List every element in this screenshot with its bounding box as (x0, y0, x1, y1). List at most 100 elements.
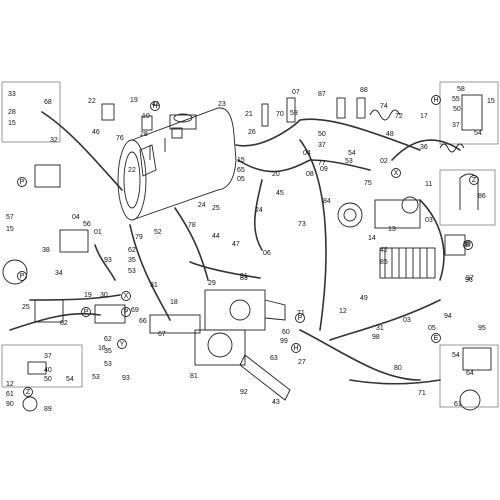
callout-84: 84 (323, 198, 331, 205)
callout-54d: 54 (452, 352, 460, 359)
callout-54b: 54 (348, 150, 356, 157)
svg-text:P: P (298, 315, 303, 322)
u-bolt-detail-frame (439, 169, 496, 226)
ref-e-a: E (431, 333, 441, 343)
callout-40: 40 (44, 367, 52, 374)
right-components (444, 94, 492, 411)
callout-55: 55 (452, 96, 460, 103)
callout-72: 72 (395, 113, 403, 120)
left-components (2, 164, 126, 412)
svg-text:P: P (20, 273, 25, 280)
callout-37b: 37 (318, 142, 326, 149)
ref-p-e: P (121, 307, 131, 317)
svg-text:H: H (293, 345, 298, 352)
callout-81: 81 (190, 373, 198, 380)
ref-z-b: Z (469, 175, 479, 185)
callout-15c: 15 (237, 157, 245, 164)
callout-24b: 24 (255, 207, 263, 214)
callout-27: 27 (298, 359, 306, 366)
callout-31b: 31 (376, 325, 384, 332)
ref-p-c: P (295, 313, 305, 323)
callout-62b: 62 (104, 336, 112, 343)
callout-69: 69 (131, 307, 139, 314)
callout-76: 76 (116, 135, 124, 142)
callout-13: 13 (388, 226, 396, 233)
callout-62a: 62 (128, 247, 136, 254)
callout-20: 20 (272, 171, 280, 178)
callout-57: 57 (6, 214, 14, 221)
hydraulic-tank (117, 107, 237, 221)
ref-z-a: Z (23, 387, 33, 397)
callout-17: 17 (420, 113, 428, 120)
callout-86: 86 (478, 193, 486, 200)
callout-94: 94 (444, 313, 452, 320)
callout-95: 95 (478, 325, 486, 332)
callout-71b: 71 (418, 390, 426, 397)
callout-33a: 33 (8, 91, 16, 98)
callout-04a: 04 (303, 150, 311, 157)
callout-02: 02 (380, 158, 388, 165)
callout-42: 42 (380, 247, 388, 254)
control-valve-block (379, 247, 436, 279)
callout-22a: 22 (88, 98, 96, 105)
oil-cooler-group (337, 196, 421, 229)
callout-36: 36 (420, 144, 428, 151)
callout-08: 08 (306, 171, 314, 178)
callout-79: 79 (135, 234, 143, 241)
svg-text:Y: Y (120, 341, 125, 348)
callout-29: 29 (208, 280, 216, 287)
callout-15a: 15 (8, 120, 16, 127)
callout-77: 77 (318, 160, 326, 167)
callout-53c: 53 (104, 361, 112, 368)
svg-text:P: P (124, 309, 129, 316)
callout-53a: 53 (345, 158, 353, 165)
callout-44: 44 (212, 233, 220, 240)
callout-38: 38 (42, 247, 50, 254)
callout-88: 88 (360, 87, 368, 94)
callout-11: 11 (425, 181, 432, 188)
callout-14: 14 (368, 235, 376, 242)
callout-05b: 05 (428, 325, 436, 332)
callout-10: 10 (142, 113, 150, 120)
callout-78: 78 (188, 222, 196, 229)
callout-41: 41 (152, 101, 160, 108)
callout-67: 67 (158, 331, 166, 338)
callout-12b: 12 (6, 381, 14, 388)
callout-82: 82 (60, 320, 68, 327)
callout-50c: 50 (44, 376, 52, 383)
coiled-tube (369, 109, 465, 153)
callout-37c: 37 (44, 353, 52, 360)
svg-text:P: P (20, 179, 25, 186)
callout-26: 26 (248, 129, 256, 136)
callout-03b: 03 (403, 317, 411, 324)
callout-22b: 22 (128, 167, 136, 174)
callout-89: 89 (44, 406, 52, 413)
callout-19b: 19 (84, 292, 92, 299)
callout-60: 60 (282, 329, 290, 336)
callout-58: 58 (457, 86, 465, 93)
callout-19: 19 (130, 97, 138, 104)
ref-y-a: Y (117, 339, 127, 349)
callout-56: 56 (83, 221, 91, 228)
callout-80: 80 (394, 365, 402, 372)
callout-05a: 05 (237, 176, 245, 183)
ref-h-c: H (291, 343, 301, 353)
callout-39: 39 (463, 241, 471, 248)
callout-52: 52 (154, 229, 162, 236)
callout-92: 92 (240, 389, 248, 396)
svg-text:X: X (394, 170, 399, 177)
callout-46: 46 (92, 129, 100, 136)
callout-50b: 50 (318, 131, 326, 138)
callout-91: 91 (240, 273, 248, 280)
svg-text:X: X (124, 293, 129, 300)
svg-text:P: P (84, 309, 89, 316)
callout-28a: 28 (8, 109, 16, 116)
ref-p-d: P (81, 307, 91, 317)
callout-85: 85 (380, 259, 388, 266)
callout-61a: 61 (6, 391, 14, 398)
callout-54a: 54 (474, 130, 482, 137)
callout-61b: 61 (454, 401, 462, 408)
callout-54c: 54 (66, 376, 74, 383)
